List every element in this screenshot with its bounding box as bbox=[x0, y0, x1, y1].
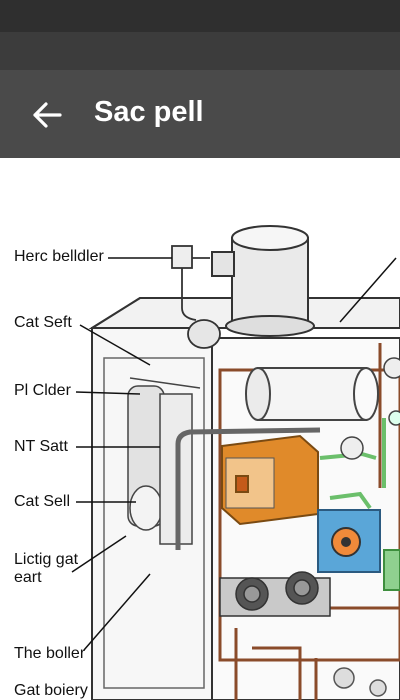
label-eart: eart bbox=[14, 569, 42, 586]
label-the-boller: The boller bbox=[14, 645, 86, 662]
fan-box bbox=[317, 509, 381, 573]
label-pl-clder: Pl Clder bbox=[14, 382, 71, 399]
burner-assembly bbox=[219, 571, 331, 617]
label-lictig-gat: Lictig gat bbox=[14, 551, 79, 568]
arrow-left-icon bbox=[33, 102, 62, 128]
diagram-area: Herc belldler Cat Seft Pl Clder NT Satt … bbox=[0, 158, 400, 700]
app-bar: Sac pell bbox=[0, 32, 400, 158]
label-nt-satt: NT Satt bbox=[14, 438, 68, 455]
label-cat-seft: Cat Seft bbox=[14, 314, 72, 331]
gauges bbox=[340, 357, 400, 460]
leader-lines bbox=[71, 257, 397, 651]
boiler-diagram bbox=[71, 225, 400, 700]
label-cat-sell: Cat Sell bbox=[14, 493, 71, 510]
status-bar bbox=[0, 0, 400, 32]
back-button[interactable] bbox=[26, 94, 68, 136]
flue-cylinder bbox=[211, 225, 315, 337]
page-title: Sac pell bbox=[94, 96, 204, 128]
top-valve bbox=[171, 245, 221, 349]
connecting-pipe bbox=[175, 427, 321, 550]
app-bar-top-band bbox=[0, 32, 400, 70]
lower-pipes bbox=[234, 628, 387, 700]
heat-exchanger bbox=[245, 367, 379, 421]
label-herc-belldler: Herc belldler bbox=[14, 248, 104, 265]
label-gat-boiery: Gat boiery bbox=[14, 682, 88, 699]
green-pipes bbox=[319, 418, 400, 591]
inner-left-panel bbox=[127, 377, 201, 545]
control-box bbox=[221, 434, 319, 526]
